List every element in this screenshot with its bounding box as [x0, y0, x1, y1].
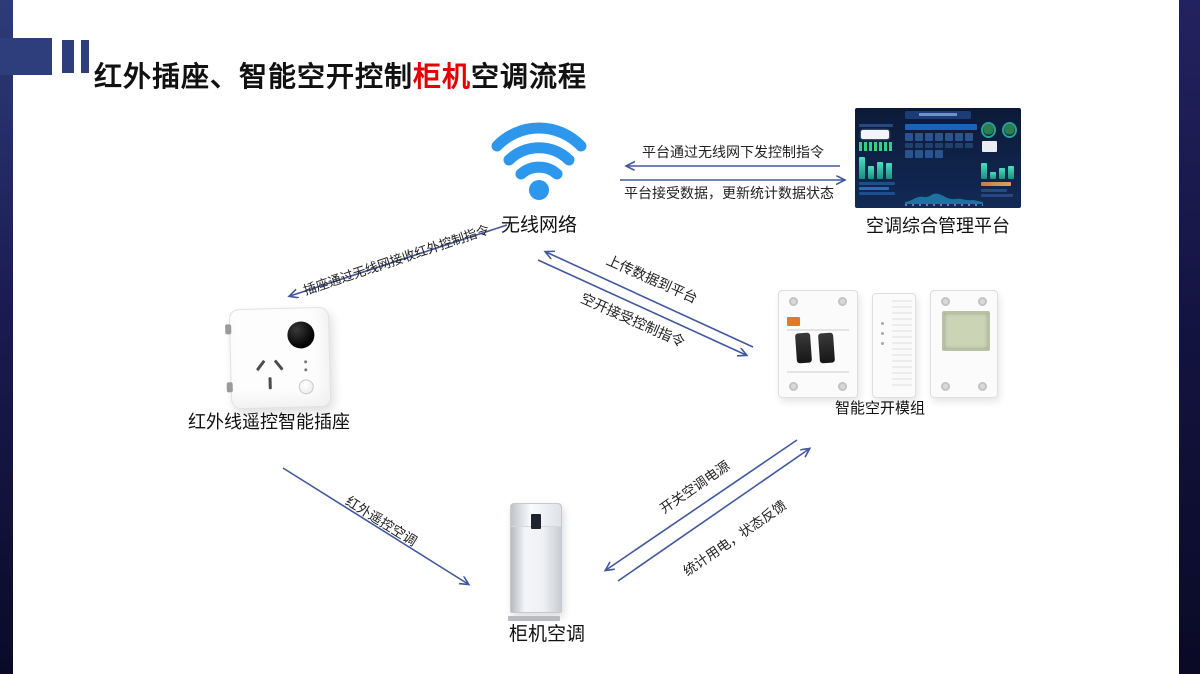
platform-dashboard-axis — [905, 204, 983, 206]
flow-label-platform-to-wifi: 平台通过无线网下发控制指令 — [642, 144, 824, 160]
page-title-suffix: 空调流程 — [471, 60, 588, 92]
breaker-orange-label — [787, 317, 800, 326]
title-accent-rect — [0, 38, 52, 75]
page-title-highlight: 柜机 — [413, 60, 472, 92]
flow-label-breaker-to-ac: 开关空调电源 — [657, 458, 733, 517]
right-edge-bar — [1179, 0, 1200, 674]
wifi-label: 无线网络 — [500, 215, 577, 236]
socket-pin-hole — [268, 377, 272, 390]
breaker-toggle — [817, 332, 836, 364]
platform-dashboard-header — [905, 111, 971, 119]
flow-label-socket-to-ac: 红外遥控空调 — [342, 493, 420, 550]
ac-label: 柜机空调 — [508, 624, 585, 645]
ir-socket-body — [225, 306, 332, 410]
breaker-module-image — [778, 288, 1018, 402]
platform-label: 空调综合管理平台 — [866, 216, 1010, 236]
flow-label-wifi-to-platform: 平台接受数据，更新统计数据状态 — [624, 185, 834, 201]
breaker-label: 智能空开模组 — [834, 400, 925, 417]
socket-mount-tab — [226, 382, 233, 393]
title-accent-bar-1 — [62, 40, 74, 73]
din-rail-module — [872, 293, 916, 398]
socket-indicator-dot — [304, 360, 308, 364]
lcd-screen — [942, 311, 990, 351]
platform-dashboard-line-chart — [905, 193, 983, 204]
ir-socket-image — [218, 306, 338, 414]
ir-receiver-window — [287, 321, 315, 349]
flow-label-wifi-to-socket: 插座通过无线网接收红外控制指令 — [301, 221, 492, 299]
flow-label-breaker-to-wifi: 上传数据到平台 — [603, 251, 701, 307]
page-title-prefix: 红外插座、智能空开控制 — [94, 60, 414, 92]
socket-indicator-dot — [304, 368, 308, 372]
meter-lcd-module — [930, 290, 998, 398]
socket-button — [298, 379, 314, 395]
socket-pin-hole — [273, 359, 284, 371]
page-title: 红外插座、智能空开控制柜机空调流程 — [94, 55, 587, 95]
socket-pin-hole — [255, 359, 266, 372]
socket-mount-tab — [225, 324, 232, 335]
breaker-toggle — [794, 332, 813, 364]
title-accent-bar-2 — [81, 40, 89, 73]
cabinet-ac-image — [506, 503, 566, 621]
platform-dashboard-left-panel — [859, 122, 899, 197]
socket-label: 红外线遥控智能插座 — [188, 412, 350, 432]
left-edge-bar — [0, 0, 13, 674]
flow-label-ac-to-breaker: 统计用电，状态反馈 — [680, 497, 790, 579]
platform-dashboard-right-panel — [981, 122, 1017, 199]
cabinet-ac-body — [510, 503, 562, 613]
platform-dashboard-image — [855, 108, 1021, 208]
cabinet-ac-base — [508, 616, 560, 621]
breaker-switch-unit — [778, 290, 858, 398]
platform-dashboard-card-grid — [905, 124, 977, 160]
wifi-icon — [491, 122, 587, 200]
cabinet-ac-display — [531, 514, 541, 529]
